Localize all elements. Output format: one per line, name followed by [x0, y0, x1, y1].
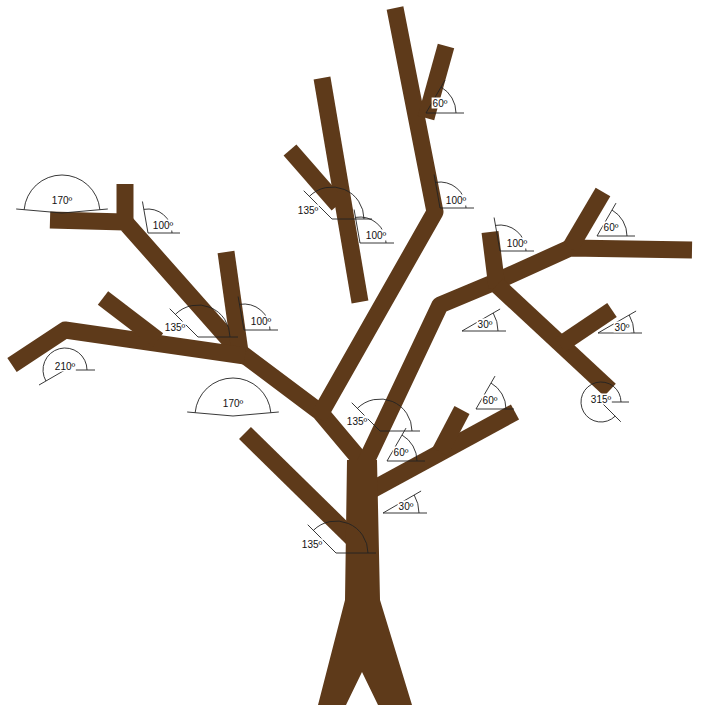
angle-label: 100º	[250, 316, 272, 327]
angle-label: 60º	[432, 98, 449, 109]
angle-mark	[462, 309, 506, 331]
angle-mark	[238, 297, 278, 330]
angle-label: 100º	[365, 230, 387, 241]
angle-label: 170º	[51, 195, 73, 206]
angle-mark	[354, 210, 394, 243]
angle-label: 60º	[393, 447, 410, 458]
angle-label: 315º	[590, 394, 612, 405]
angle-label: 170º	[222, 398, 244, 409]
angle-mark	[142, 201, 180, 233]
angle-label: 30º	[398, 501, 415, 512]
angle-label: 100º	[152, 220, 174, 231]
angle-label: 100º	[506, 238, 528, 249]
angle-label: 60º	[603, 222, 620, 233]
angle-mark	[39, 348, 95, 385]
angle-mark	[476, 376, 514, 409]
angle-label: 135º	[164, 322, 186, 333]
angle-mark	[434, 175, 474, 208]
angle-mark	[387, 428, 425, 461]
angle-mark	[581, 382, 629, 422]
angle-label: 135º	[346, 416, 368, 427]
angle-label: 30º	[477, 319, 494, 330]
angle-label: 135º	[297, 205, 319, 216]
angle-label: 60º	[482, 395, 499, 406]
angle-mark	[187, 378, 279, 416]
angle-label: 135º	[301, 539, 323, 550]
angle-label: 30º	[614, 322, 631, 333]
angle-mark	[598, 311, 642, 333]
angle-mark	[597, 203, 635, 236]
angle-label: 210º	[54, 361, 76, 372]
angle-label: 100º	[445, 195, 467, 206]
angle-mark	[383, 491, 427, 513]
angle-mark	[494, 218, 534, 251]
angle-mark	[16, 175, 108, 213]
angle-mark	[426, 80, 464, 113]
